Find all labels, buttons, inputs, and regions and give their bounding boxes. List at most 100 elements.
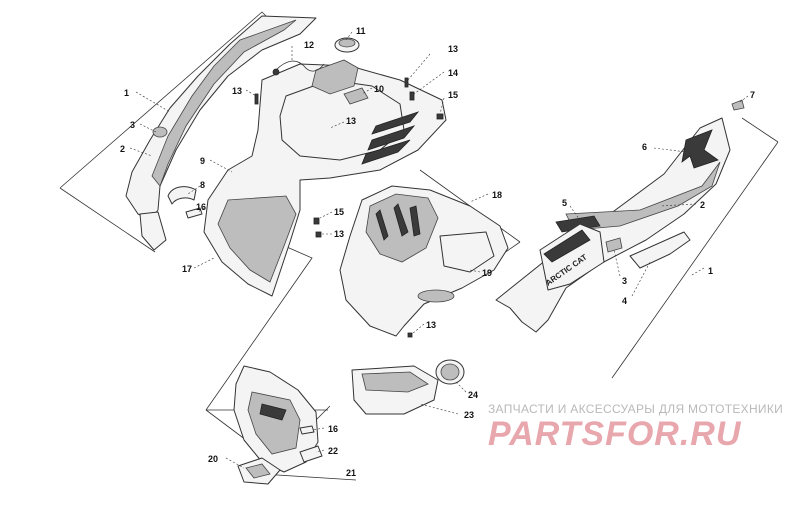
leader-17	[193, 257, 215, 269]
wire-harness	[275, 60, 325, 72]
nose-grille	[259, 403, 287, 421]
right-side-panel-group: ARCTIC CAT	[495, 99, 779, 379]
callout-22: 22	[328, 446, 338, 456]
air-intake-grid	[361, 371, 429, 393]
leader-lines	[129, 31, 749, 469]
hood-vent-2	[361, 139, 411, 165]
left-side-trim	[151, 19, 297, 187]
leader-1-left	[135, 91, 171, 113]
leader-8	[187, 185, 201, 195]
leader-13-top	[407, 53, 431, 81]
decal-arctic-cat-stripe	[543, 229, 591, 263]
fastener-15-upper	[436, 113, 444, 120]
console-rib-1	[375, 209, 389, 241]
intake-ring-24-inner	[440, 363, 460, 381]
leader-9	[209, 159, 233, 173]
grommet-8	[167, 186, 197, 205]
leader-10	[361, 87, 373, 95]
callout-5: 5	[562, 198, 567, 208]
console-lower-pan	[439, 231, 495, 273]
watermark-tagline: ЗАПЧАСТИ И АКСЕССУАРЫ ДЛЯ МОТОТЕХНИКИ	[488, 402, 784, 416]
air-intake-group	[351, 359, 465, 415]
hood-fasteners	[313, 217, 322, 238]
callout-19: 19	[482, 268, 492, 278]
leader-23	[419, 403, 459, 415]
right-lower-guard	[629, 231, 691, 269]
leader-4	[631, 261, 651, 297]
callout-16-lower: 16	[328, 424, 338, 434]
callout-labels: 1 3 2 8 16 9 17 12 11 13 10 13 14 15 13 …	[120, 26, 755, 478]
callout-13-top: 13	[448, 44, 458, 54]
leader-22	[315, 449, 325, 453]
leader-7	[739, 95, 749, 103]
leader-5	[569, 205, 581, 221]
callout-3-left: 3	[130, 120, 135, 130]
fastener-13-top	[404, 77, 409, 88]
leader-15-lower	[319, 211, 333, 219]
console-rib-3	[409, 205, 421, 237]
callout-23: 23	[464, 410, 474, 420]
clip-16-lower	[299, 425, 315, 435]
callout-13-console: 13	[426, 320, 436, 330]
callout-18: 18	[492, 190, 502, 200]
fastener-7	[731, 99, 745, 111]
callout-24: 24	[468, 390, 478, 400]
leader-3-right	[613, 249, 621, 277]
decal-5-block	[555, 215, 601, 233]
callout-7: 7	[750, 90, 755, 100]
callout-6: 6	[642, 142, 647, 152]
callout-1-right: 1	[708, 266, 713, 276]
console-group	[339, 169, 521, 338]
skid-plate-20-ribs	[245, 463, 271, 479]
left-vent-insert	[152, 126, 168, 138]
callout-8: 8	[200, 180, 205, 190]
leader-13-hood	[245, 89, 257, 97]
left-small-parts	[167, 186, 203, 219]
dash-panel	[311, 59, 359, 95]
leader-18	[469, 193, 489, 203]
callout-12: 12	[304, 40, 314, 50]
leader-13-center	[329, 121, 345, 129]
leader-20	[225, 457, 245, 469]
clip-22	[299, 445, 323, 463]
callout-13-hood: 13	[232, 86, 242, 96]
hood-vent-1	[367, 125, 416, 151]
callout-10: 10	[374, 84, 384, 94]
hood-bracket-10	[343, 87, 369, 105]
right-vent-insert	[605, 237, 623, 253]
callout-3-right: 3	[622, 276, 627, 286]
callout-1-left: 1	[124, 88, 129, 98]
leader-15-upper	[439, 97, 445, 115]
left-panel-lower-tip	[139, 211, 167, 251]
fastener-15-lower	[313, 217, 320, 225]
callout-9: 9	[200, 156, 205, 166]
fastener-13-hood	[254, 93, 259, 105]
leader-24	[455, 381, 467, 393]
right-panel-bracket-line	[611, 117, 779, 379]
watermark-logo: PARTSFOR.RU	[488, 415, 742, 453]
leader-16-left	[197, 207, 205, 213]
callout-21: 21	[346, 468, 356, 478]
left-side-panel-group	[59, 11, 317, 253]
callout-17: 17	[182, 264, 192, 274]
hood-vent-3	[371, 111, 420, 135]
callout-13-center: 13	[346, 116, 356, 126]
callout-14: 14	[448, 68, 458, 78]
leader-19	[469, 269, 481, 273]
leader-11	[345, 31, 353, 41]
fastener-13-console	[407, 332, 413, 338]
leader-13-console	[411, 323, 425, 335]
decal-6-x	[681, 129, 719, 169]
harness-connector	[272, 68, 280, 76]
nose-group	[205, 365, 357, 485]
leader-3-left	[139, 123, 157, 133]
callout-11: 11	[356, 26, 366, 36]
callout-15-upper: 15	[448, 90, 458, 100]
callout-2-left: 2	[120, 144, 125, 154]
callout-20: 20	[208, 454, 218, 464]
callout-4: 4	[622, 296, 627, 306]
console-port	[417, 289, 455, 303]
gauge-cover-ring	[338, 38, 356, 48]
callout-16-left: 16	[196, 202, 206, 212]
